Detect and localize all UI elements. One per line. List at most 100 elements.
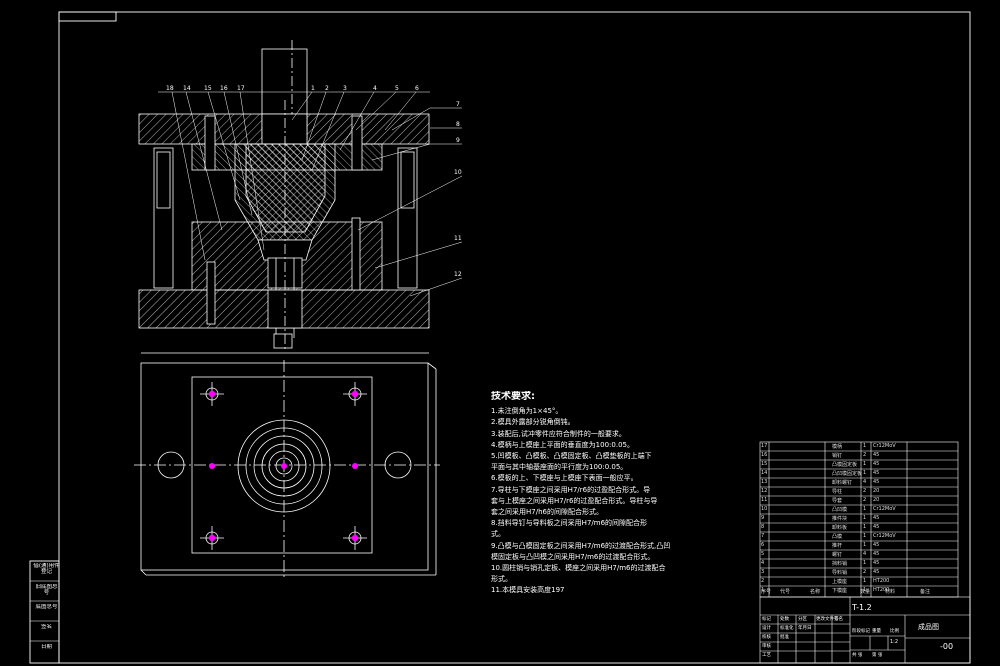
bom-footer-cell: 序号 <box>761 589 772 595</box>
bom-footer: 序号代号名称数量材料备注 <box>760 587 958 596</box>
label-10: 10 <box>454 169 462 176</box>
bom-cell: 45 <box>873 551 880 557</box>
title-block-cell: 校核 <box>762 635 771 640</box>
bom-cell: Cr12MoV <box>873 506 896 512</box>
tech-item: 1.未注倒角为1×45°。 <box>491 407 563 416</box>
bom-cell: 凸凹模固定板 <box>832 471 863 477</box>
tech-item: 6.模板的上、下模座与上模座下表面一般应平。 <box>491 474 638 483</box>
label-5: 5 <box>395 85 399 92</box>
bom-cell: 20 <box>873 497 880 503</box>
bom-cell: 1 <box>863 587 867 593</box>
bom-cell: 螺钉 <box>832 552 843 558</box>
bom-cell: 卸料板 <box>832 525 848 531</box>
title-block-cell: 批准 <box>780 635 789 640</box>
bom-cell: 1 <box>761 587 765 593</box>
title-block-cell: 分区 <box>798 617 807 622</box>
bom-cell: 2 <box>863 497 867 503</box>
tech-item: 3.装配后,试冲零件应符合制件的一般要求。 <box>491 429 626 438</box>
bom-cell: 6 <box>761 542 765 548</box>
bom-cell: 8 <box>761 524 765 530</box>
side-cell: 底图总号 <box>35 604 58 610</box>
label-2: 2 <box>325 85 329 92</box>
bom-cell: 下模座 <box>832 588 848 594</box>
tech-item: 平面与其中轴基座面的平行度为100:0.05。 <box>491 463 628 472</box>
label-3: 3 <box>343 85 347 92</box>
bom-cell: 凸凹模 <box>832 507 848 513</box>
title-block-cell: 签名 <box>834 617 843 622</box>
bom-cell: 1 <box>863 524 867 530</box>
title-block-cell: 阶段标记 <box>852 629 870 634</box>
title-block-cell: 处数 <box>780 617 789 622</box>
label-18: 18 <box>166 85 174 92</box>
title-block-cell: 标记 <box>762 617 771 622</box>
bom-cell: 7 <box>761 533 765 539</box>
label-16: 16 <box>220 85 228 92</box>
label-6: 6 <box>415 85 419 92</box>
pin-hole <box>351 390 359 398</box>
bom-cell: 45 <box>873 461 880 467</box>
bom-cell: 1 <box>863 461 867 467</box>
title-block-cell: 比例 <box>890 629 899 634</box>
title-block-cell: 工艺 <box>762 653 771 658</box>
label-7: 7 <box>456 101 460 108</box>
sheet-border <box>29 11 971 664</box>
label-4: 4 <box>373 85 377 92</box>
label-11: 11 <box>454 235 462 242</box>
pin-hole <box>208 390 216 398</box>
bom-cell: 45 <box>873 452 880 458</box>
bom-cell: 45 <box>873 542 880 548</box>
tech-item: 7.导柱与下模座之间采用H7/r6的过盈配合形式。导 <box>491 485 651 494</box>
bom-cell: 45 <box>873 470 880 476</box>
side-cell: 日期 <box>40 644 52 650</box>
bom-cell: 4 <box>863 551 867 557</box>
tech-item: 10.圆柱销与销孔定板、模座之间采用H7/m6的过渡配合 <box>491 564 666 573</box>
bom-cell: 导柱 <box>832 489 843 495</box>
tech-title: 技术要求: <box>491 391 535 402</box>
title-block-cell: 第 张 <box>872 653 883 658</box>
label-15: 15 <box>204 85 212 92</box>
pin-hole <box>281 463 287 469</box>
bom-cell: 14 <box>761 470 768 476</box>
bom-cell: 1 <box>863 560 867 566</box>
pin-hole <box>352 463 358 469</box>
side-cell: 签名 <box>40 624 52 630</box>
bom-cell: 2 <box>863 488 867 494</box>
bom-cell: 4 <box>863 479 867 485</box>
leader-lines <box>158 91 463 297</box>
tech-item: 2.模具外露部分锐角倒钝。 <box>491 418 575 427</box>
drawing-code: -00 <box>940 642 954 651</box>
bom-cell: 5 <box>761 551 765 557</box>
bom-footer-cell: 代号 <box>780 589 791 595</box>
bom-cell: 1 <box>863 578 867 584</box>
bom-cell: 3 <box>761 569 765 575</box>
pin-hole <box>209 463 215 469</box>
bom-cell: 20 <box>873 488 880 494</box>
bom-cell: 17 <box>761 443 768 449</box>
bom-cell: 45 <box>873 515 880 521</box>
title-block-cell: 重量 <box>872 629 881 634</box>
plan-view <box>134 352 440 578</box>
title-block-cell: 设计 <box>762 626 771 631</box>
title-block-cell: 年月日 <box>798 626 812 631</box>
bom-cell: 1 <box>863 542 867 548</box>
bom-cell: 2 <box>863 569 867 575</box>
title-block-cell: 标准化 <box>780 626 794 631</box>
label-12: 12 <box>454 271 462 278</box>
tech-item: 5.凹模板、凸模板、凸模固定板、凸模垫板的上端下 <box>491 452 652 461</box>
tech-item: 9.凸模与凸模固定板之间采用H7/m6的过渡配合形式,凸凹 <box>491 541 671 550</box>
bom-cell: 12 <box>761 488 768 494</box>
bom-footer-cell: 材料 <box>885 589 896 595</box>
title-block-cell: 更改文件号 <box>816 617 839 622</box>
tech-item: 4.模柄与上模座上平面的垂直度为100:0.05。 <box>491 440 634 449</box>
bom-cell: 导套 <box>832 498 843 504</box>
